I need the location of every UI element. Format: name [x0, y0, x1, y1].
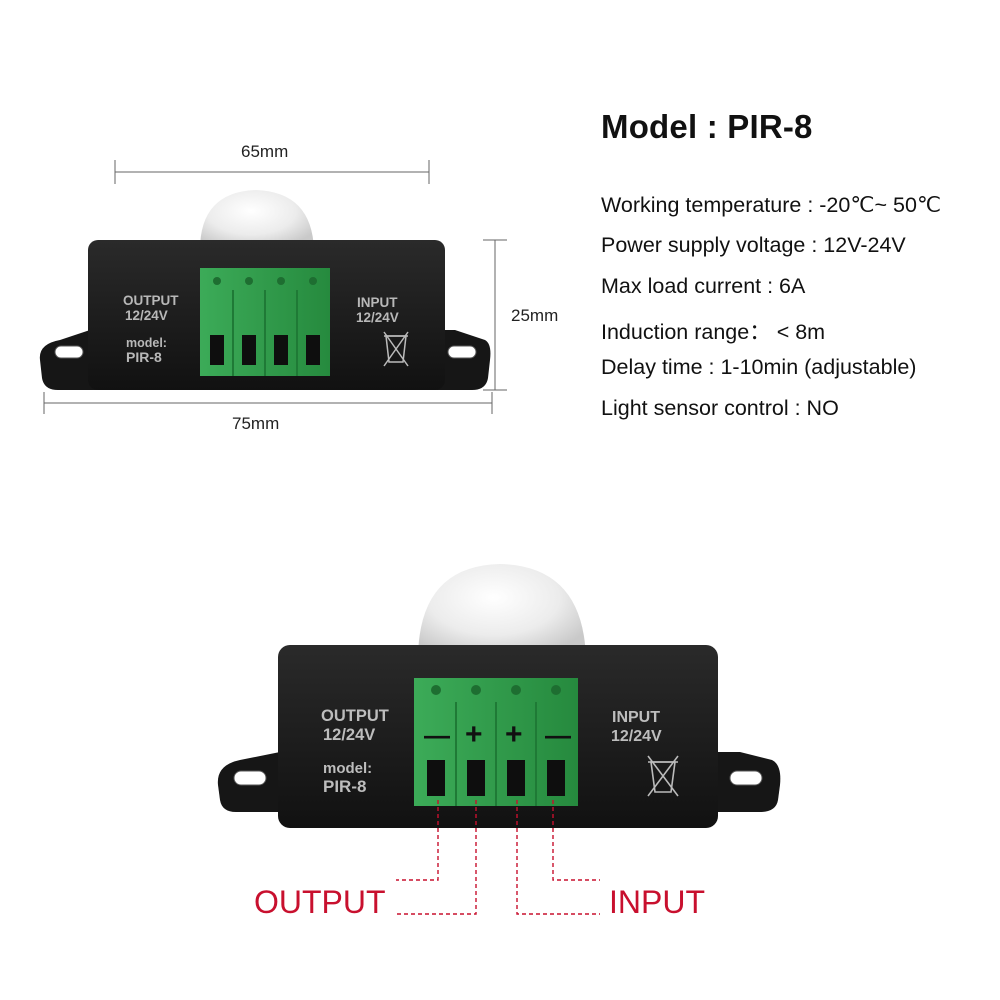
- bottom-input-label-group: INPUT 12/24V: [611, 708, 662, 746]
- spec-working-temperature: Working temperature : -20℃~ 50℃: [601, 193, 942, 217]
- top-flange-hole-right: [447, 345, 477, 359]
- bottom-device: [217, 564, 781, 915]
- bottom-model-label: model:: [323, 760, 373, 777]
- bottom-model-group: model: PIR-8: [323, 760, 372, 796]
- top-output-label-group: OUTPUT 12/24V: [123, 293, 179, 323]
- terminal-sign-3: +: [505, 718, 523, 751]
- top-input-label: INPUT: [357, 295, 398, 310]
- terminal-sign-1: —: [424, 720, 450, 750]
- dim-label-height: 25mm: [511, 306, 559, 325]
- spec-delay-time: Delay time : 1-10min (adjustable): [601, 355, 917, 379]
- leader-output-plus: [396, 800, 477, 915]
- bottom-output-voltage: 12/24V: [323, 726, 376, 744]
- top-model-value: PIR-8: [126, 349, 162, 365]
- bottom-flange-hole-left: [233, 770, 267, 786]
- wiring-output-label: OUTPUT: [254, 884, 386, 920]
- spec-induction-range: Induction range： < 8m: [601, 320, 826, 344]
- bottom-pir-dome: [418, 564, 586, 660]
- bottom-model-value: PIR-8: [323, 777, 367, 796]
- top-input-label-group: INPUT 12/24V: [356, 295, 399, 325]
- terminal-sign-4: —: [545, 720, 571, 750]
- model-title: Model : PIR-8: [601, 108, 813, 145]
- top-model-group: model: PIR-8: [126, 336, 167, 364]
- wiring-leaders: [396, 800, 600, 915]
- leader-input-plus: [516, 800, 600, 915]
- wiring-input-label: INPUT: [609, 884, 705, 920]
- top-pir-dome: [200, 190, 314, 250]
- dim-label-total-width: 75mm: [232, 414, 280, 433]
- dim-label-top-width: 65mm: [241, 142, 289, 161]
- bottom-input-voltage: 12/24V: [611, 728, 662, 745]
- top-input-voltage: 12/24V: [356, 310, 399, 325]
- top-device: [39, 160, 507, 414]
- spec-light-sensor-control: Light sensor control : NO: [601, 396, 839, 420]
- bottom-flange-hole-right: [729, 770, 763, 786]
- leader-output-minus: [396, 800, 439, 881]
- bottom-input-label: INPUT: [612, 709, 660, 726]
- terminal-sign-2: +: [465, 718, 483, 751]
- bottom-output-label-group: OUTPUT 12/24V: [321, 707, 389, 745]
- top-output-voltage: 12/24V: [125, 308, 168, 323]
- spec-power-supply-voltage: Power supply voltage : 12V-24V: [601, 233, 906, 257]
- top-flange-hole-left: [54, 345, 84, 359]
- top-output-label: OUTPUT: [123, 293, 179, 308]
- bottom-output-label: OUTPUT: [321, 707, 389, 725]
- leader-input-minus: [552, 800, 600, 881]
- top-weee-bin-icon: [383, 331, 409, 367]
- spec-max-load-current: Max load current : 6A: [601, 274, 806, 298]
- top-model-label: model:: [126, 336, 167, 350]
- bottom-weee-bin-icon: [647, 755, 679, 797]
